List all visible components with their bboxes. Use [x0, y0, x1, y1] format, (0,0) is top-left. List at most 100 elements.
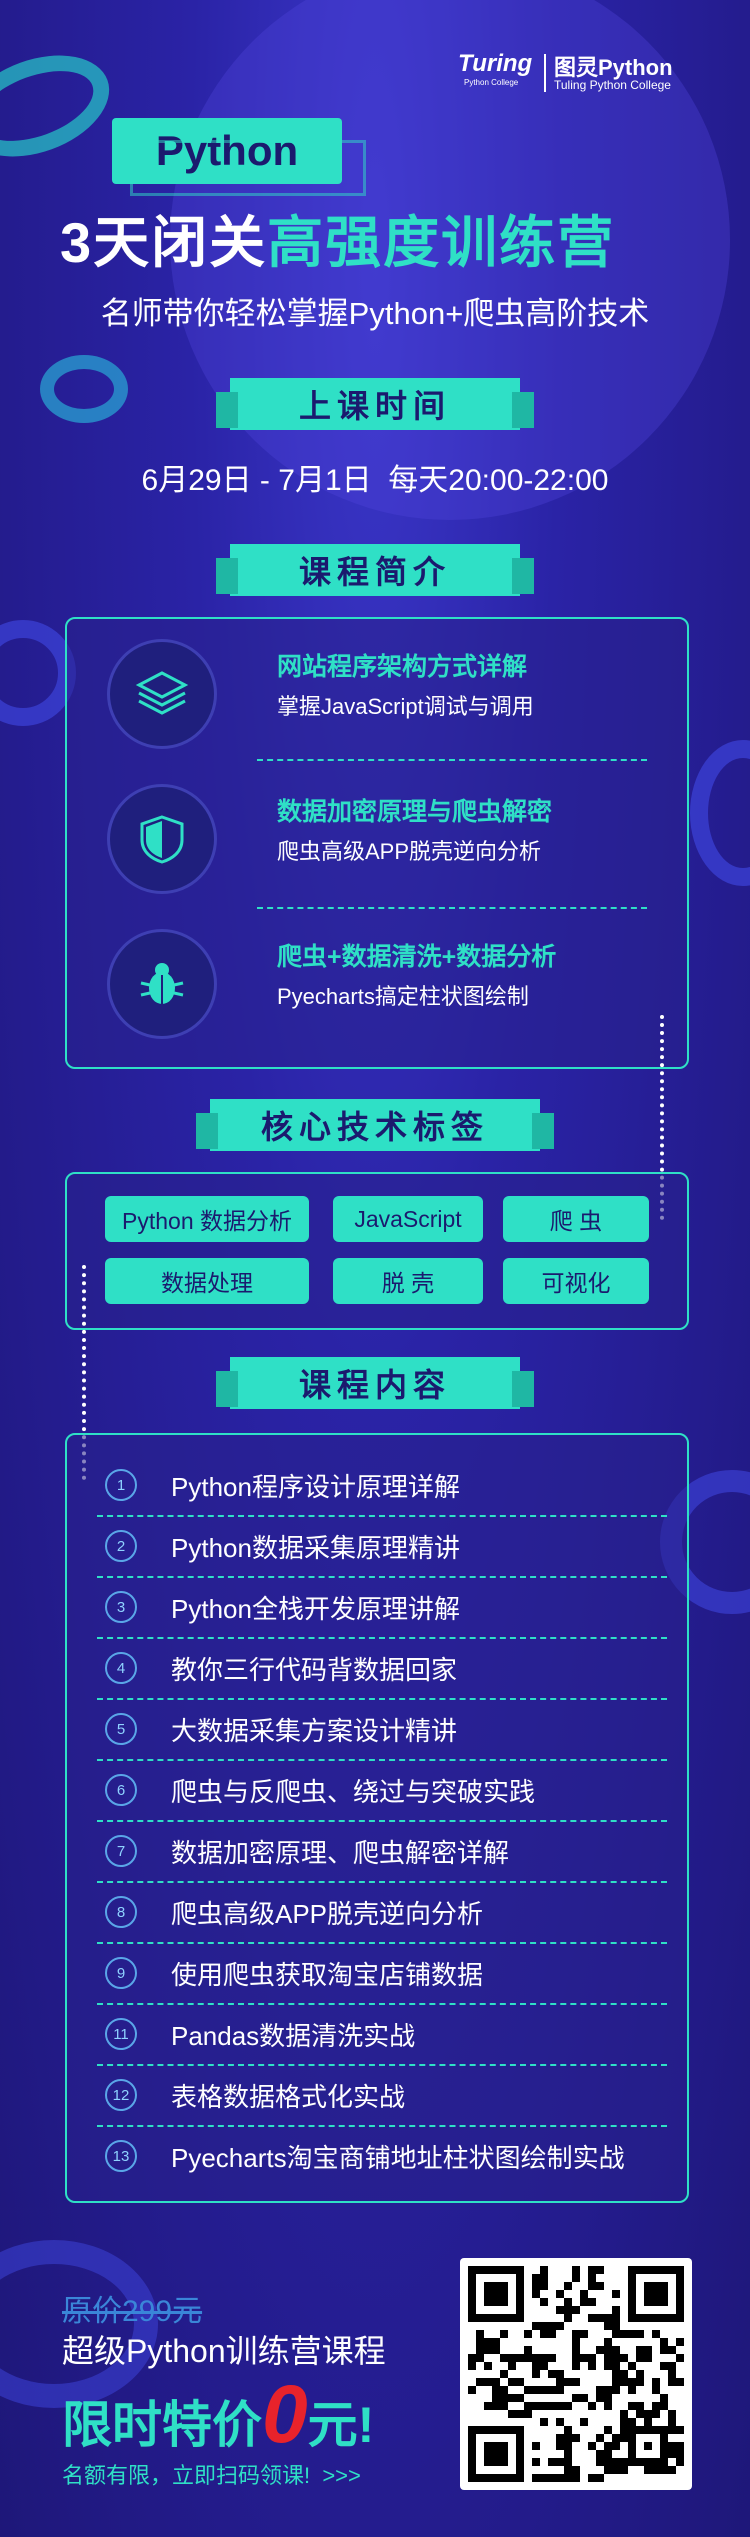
course-number-badge: 2	[105, 1530, 137, 1562]
hero-subtitle: 名师带你轻松掌握Python+爬虫高阶技术	[100, 296, 650, 331]
course-title: 大数据采集方案设计精讲	[171, 1715, 458, 1746]
contents-label: 课程内容	[216, 1357, 534, 1409]
course-title: 爬虫与反爬虫、绕过与突破实践	[171, 1776, 536, 1807]
big-circle-decor	[170, 0, 730, 520]
tags-label: 核心技术标签	[196, 1099, 554, 1151]
price-prefix: 限时特价	[62, 2397, 262, 2453]
intro-sub: Pyecharts搞定柱状图绘制	[277, 984, 529, 1009]
course-item: 5 大数据采集方案设计精讲	[105, 1699, 667, 1759]
ring-decor	[40, 355, 128, 423]
divider	[257, 759, 647, 761]
course-number-badge: 12	[105, 2079, 137, 2111]
tag-visualization: 可视化	[503, 1258, 649, 1304]
brand-en-name: Tuling Python College	[554, 78, 671, 92]
turing-logo-sub: Python College	[464, 78, 519, 87]
tag-unpacking: 脱 壳	[333, 1258, 483, 1304]
course-title: Python程序设计原理详解	[171, 1471, 460, 1502]
python-tag: Python	[112, 118, 342, 184]
course-title: 爬虫高级APP脱壳逆向分析	[171, 1898, 484, 1929]
course-number-badge: 9	[105, 1957, 137, 1989]
course-title: 表格数据格式化实战	[171, 2081, 406, 2112]
special-price: 限时特价0元!	[62, 2368, 374, 2462]
logo-divider	[544, 54, 546, 92]
turing-logo-text: Turing	[458, 50, 533, 77]
course-number-badge: 7	[105, 1835, 137, 1867]
intro-label-text: 课程简介	[298, 554, 451, 590]
schedule-label: 上课时间	[216, 378, 534, 430]
divider	[97, 1576, 667, 1578]
python-tag-text: Python	[155, 127, 299, 174]
hero-title: 3天闭关高强度训练营	[60, 198, 700, 279]
intro-title: 网站程序架构方式详解	[277, 653, 528, 681]
course-number-badge: 3	[105, 1591, 137, 1623]
tag-javascript: JavaScript	[333, 1196, 483, 1242]
intro-panel: 网站程序架构方式详解 掌握JavaScript调试与调用 数据加密原理与爬虫解密…	[65, 617, 689, 1069]
course-item: 7 数据加密原理、爬虫解密详解	[105, 1821, 667, 1881]
course-item: 13 Pyecharts淘宝商铺地址柱状图绘制实战	[105, 2126, 667, 2186]
tags-label-text: 核心技术标签	[260, 1109, 489, 1145]
course-number-badge: 8	[105, 1896, 137, 1928]
course-title: Pyecharts淘宝商铺地址柱状图绘制实战	[171, 2142, 625, 2173]
dotted-connector	[660, 1015, 668, 1220]
course-item: 4 教你三行代码背数据回家	[105, 1638, 667, 1698]
divider	[97, 1820, 667, 1822]
tag-python-analysis: Python 数据分析	[105, 1196, 309, 1242]
intro-title: 爬虫+数据清洗+数据分析	[277, 943, 557, 971]
shield-icon	[107, 784, 217, 894]
price-suffix: 元!	[307, 2397, 375, 2453]
divider	[97, 1942, 667, 1944]
course-item: 9 使用爬虫获取淘宝店铺数据	[105, 1943, 667, 2003]
course-number-badge: 13	[105, 2140, 137, 2172]
tags-panel: Python 数据分析 JavaScript 爬 虫 数据处理 脱 壳 可视化	[65, 1172, 689, 1330]
ring-decor	[0, 36, 124, 176]
intro-item: 网站程序架构方式详解 掌握JavaScript调试与调用	[107, 619, 647, 769]
tag-data-processing: 数据处理	[105, 1258, 309, 1304]
divider	[97, 2125, 667, 2127]
original-price: 原价299元	[62, 2295, 203, 2328]
course-title: Python数据采集原理精讲	[171, 1532, 460, 1563]
schedule-label-text: 上课时间	[298, 388, 451, 424]
dotted-connector	[82, 1265, 90, 1480]
course-number-badge: 4	[105, 1652, 137, 1684]
course-item: 12 表格数据格式化实战	[105, 2065, 667, 2125]
divider	[97, 1698, 667, 1700]
course-title: 教你三行代码背数据回家	[171, 1654, 458, 1685]
layers-icon	[107, 639, 217, 749]
course-number-badge: 11	[105, 2018, 137, 2050]
divider	[97, 1637, 667, 1639]
schedule-time: 6月29日 - 7月1日 每天20:00-22:00	[141, 464, 609, 497]
course-number-badge: 5	[105, 1713, 137, 1745]
price-value: 0	[262, 2369, 308, 2460]
qr-code[interactable]	[460, 2258, 692, 2490]
divider	[97, 2064, 667, 2066]
course-name: 超级Python训练营课程	[62, 2333, 386, 2369]
intro-item: 数据加密原理与爬虫解密 爬虫高级APP脱壳逆向分析	[107, 764, 647, 914]
course-title: 数据加密原理、爬虫解密详解	[171, 1837, 510, 1868]
hero-title-prefix: 3天闭关	[60, 211, 268, 274]
intro-sub: 掌握JavaScript调试与调用	[277, 694, 534, 719]
brand-cn-name: 图灵Python	[554, 55, 673, 80]
intro-sub: 爬虫高级APP脱壳逆向分析	[277, 839, 542, 864]
intro-item: 爬虫+数据清洗+数据分析 Pyecharts搞定柱状图绘制	[107, 909, 647, 1059]
cta-text: 名额有限，立即扫码领课! >>>	[62, 2463, 361, 2488]
divider	[97, 2003, 667, 2005]
divider	[97, 1759, 667, 1761]
course-number-badge: 6	[105, 1774, 137, 1806]
divider	[257, 907, 647, 909]
hero-title-highlight: 高强度训练营	[267, 211, 616, 274]
course-title: 使用爬虫获取淘宝店铺数据	[171, 1959, 484, 1990]
divider	[97, 1515, 667, 1517]
tag-crawler: 爬 虫	[503, 1196, 649, 1242]
intro-title: 数据加密原理与爬虫解密	[277, 798, 553, 826]
brand-logo: Turing Python College 图灵Python Tuling Py…	[458, 48, 698, 98]
contents-label-text: 课程内容	[298, 1367, 451, 1403]
course-item: 2 Python数据采集原理精讲	[105, 1516, 667, 1576]
divider	[97, 1881, 667, 1883]
course-item: 6 爬虫与反爬虫、绕过与突破实践	[105, 1760, 667, 1820]
ring-decor	[690, 740, 750, 886]
